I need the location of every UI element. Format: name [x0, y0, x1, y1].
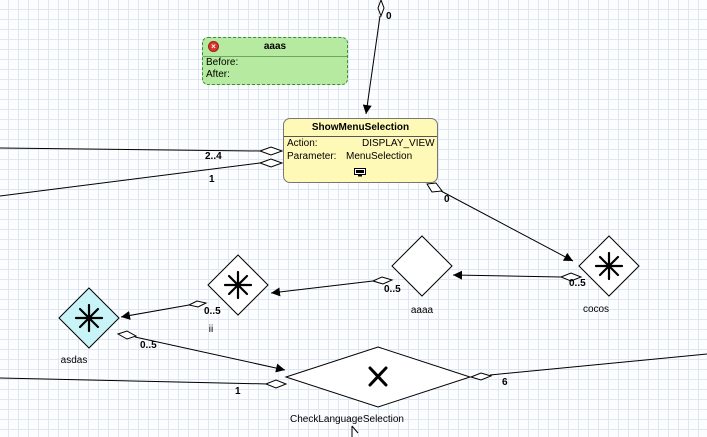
aggregation-diamond-aaaa	[371, 276, 394, 285]
action-label: Action:	[287, 138, 318, 149]
note-aaas[interactable]: × aaas Before: After:	[202, 37, 348, 85]
error-circle-icon: ×	[208, 41, 219, 52]
asterisk-icon	[223, 270, 253, 300]
node-label-check: CheckLanguageSelection	[290, 414, 404, 425]
aggregation-diamond-ii	[187, 300, 208, 308]
connector-state-to-cocos[interactable]	[440, 190, 574, 262]
state-title: ShowMenuSelection	[284, 119, 437, 137]
connector-cocos-to-aaaa[interactable]	[452, 270, 562, 280]
action-value: DISPLAY_VIEW	[362, 138, 435, 149]
multiplicity-state-out: 0	[444, 194, 450, 205]
aggregation-diamond-check-right	[469, 372, 493, 381]
mouse-cursor-icon	[351, 425, 359, 437]
cross-icon	[368, 366, 388, 387]
connector-ii-to-asdas[interactable]	[120, 304, 190, 320]
node-label-cocos: cocos	[583, 304, 609, 315]
note-after-label: After:	[206, 69, 230, 80]
state-show-menu-selection[interactable]: ShowMenuSelection Action: DISPLAY_VIEW P…	[283, 118, 438, 183]
aggregation-diamond-top	[377, 0, 385, 18]
node-label-aaaa: aaaa	[411, 305, 434, 316]
connector-left-lower[interactable]	[0, 162, 261, 197]
connector-aaaa-to-ii[interactable]	[270, 280, 374, 297]
multiplicity-aaaa-ii: 0..5	[384, 284, 401, 295]
aggregation-diamond-asdas	[116, 330, 138, 340]
connector-asdas-to-check[interactable]	[134, 336, 286, 373]
multiplicity-top: 0	[386, 11, 392, 22]
aggregation-diamond-cocos	[559, 272, 583, 282]
multiplicity-cocos-aaaa: 0..5	[569, 278, 586, 289]
aggregation-diamond-left-check	[264, 379, 288, 389]
aggregation-diamond-state-out	[426, 182, 443, 193]
node-label-asdas: asdas	[61, 355, 88, 366]
monitor-icon	[354, 168, 366, 177]
aggregation-diamond-left-lower	[258, 158, 284, 168]
aggregation-diamond-left-upper	[258, 146, 284, 156]
note-title: aaas	[263, 41, 287, 52]
asterisk-icon	[74, 303, 104, 333]
connector-left-to-check[interactable]	[0, 377, 269, 385]
asterisk-icon	[594, 251, 624, 281]
multiplicity-left-upper: 2..4	[205, 151, 222, 162]
note-header: × aaas	[203, 38, 347, 57]
multiplicity-left-check: 1	[235, 386, 241, 397]
multiplicity-check-right: 6	[502, 377, 508, 388]
multiplicity-left-lower: 1	[209, 174, 215, 185]
connector-top-to-state[interactable]	[362, 15, 381, 115]
decision-node-aaaa[interactable]	[391, 235, 453, 297]
multiplicity-asdas-check: 0..5	[140, 340, 157, 351]
state-action-row: Action: DISPLAY_VIEW	[284, 137, 437, 150]
state-parameter-row: Parameter: MenuSelection	[284, 150, 437, 163]
node-label-ii: ii	[209, 324, 213, 335]
parameter-value: MenuSelection	[346, 151, 413, 162]
parameter-label: Parameter:	[287, 151, 337, 162]
note-before-label: Before:	[206, 57, 239, 68]
connector-check-to-right[interactable]	[489, 353, 707, 376]
connector-left-upper[interactable]	[0, 147, 261, 152]
multiplicity-ii-asdas: 0..5	[204, 306, 221, 317]
